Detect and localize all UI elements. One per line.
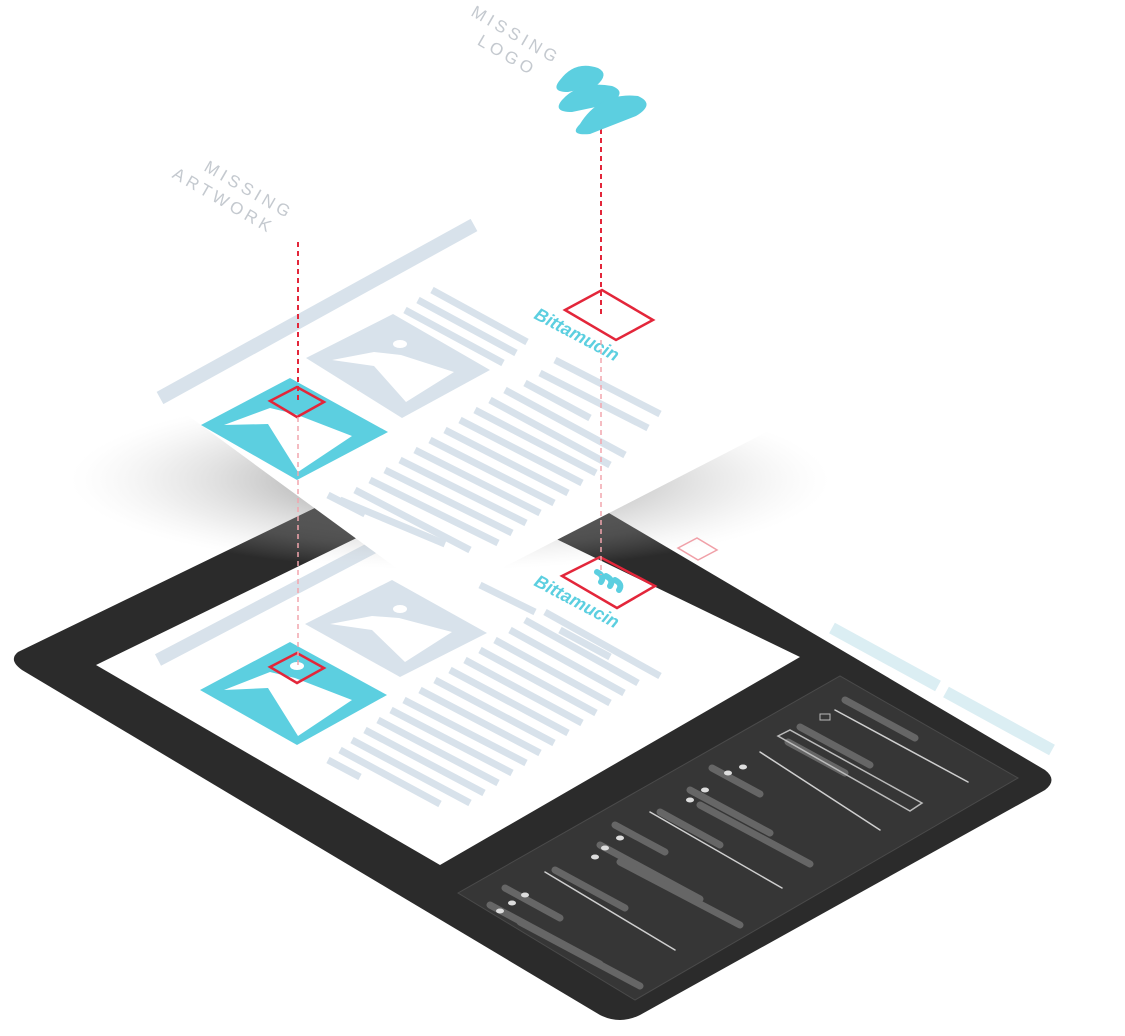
ghost-artwork-marker bbox=[676, 537, 719, 561]
properties-panel-rows bbox=[486, 696, 969, 990]
missing-logo-callout: MISSING LOGO bbox=[468, 2, 564, 80]
floating-missing-artwork-marker bbox=[267, 385, 327, 419]
dropdown-field bbox=[776, 729, 924, 812]
tablet-screen-page bbox=[96, 490, 800, 865]
tablet-artwork-image bbox=[200, 642, 387, 745]
tablet-missing-artwork-marker bbox=[267, 651, 327, 685]
tablet-logo-icon bbox=[594, 569, 624, 593]
missing-artwork-callout: MISSING ARTWORK bbox=[169, 157, 297, 238]
floating-document: Bittamucin bbox=[156, 218, 790, 600]
floating-placeholder-image bbox=[306, 314, 490, 418]
missing-logo-icon bbox=[556, 65, 647, 135]
properties-panel bbox=[457, 675, 1020, 1001]
tablet-document: Bittamucin bbox=[154, 522, 662, 808]
floating-artwork-image bbox=[201, 378, 388, 480]
background-guide-bars bbox=[829, 622, 1055, 756]
floating-missing-logo-marker bbox=[562, 288, 656, 342]
tablet-placeholder-image bbox=[305, 580, 487, 677]
missing-connectors-lower bbox=[297, 340, 602, 665]
